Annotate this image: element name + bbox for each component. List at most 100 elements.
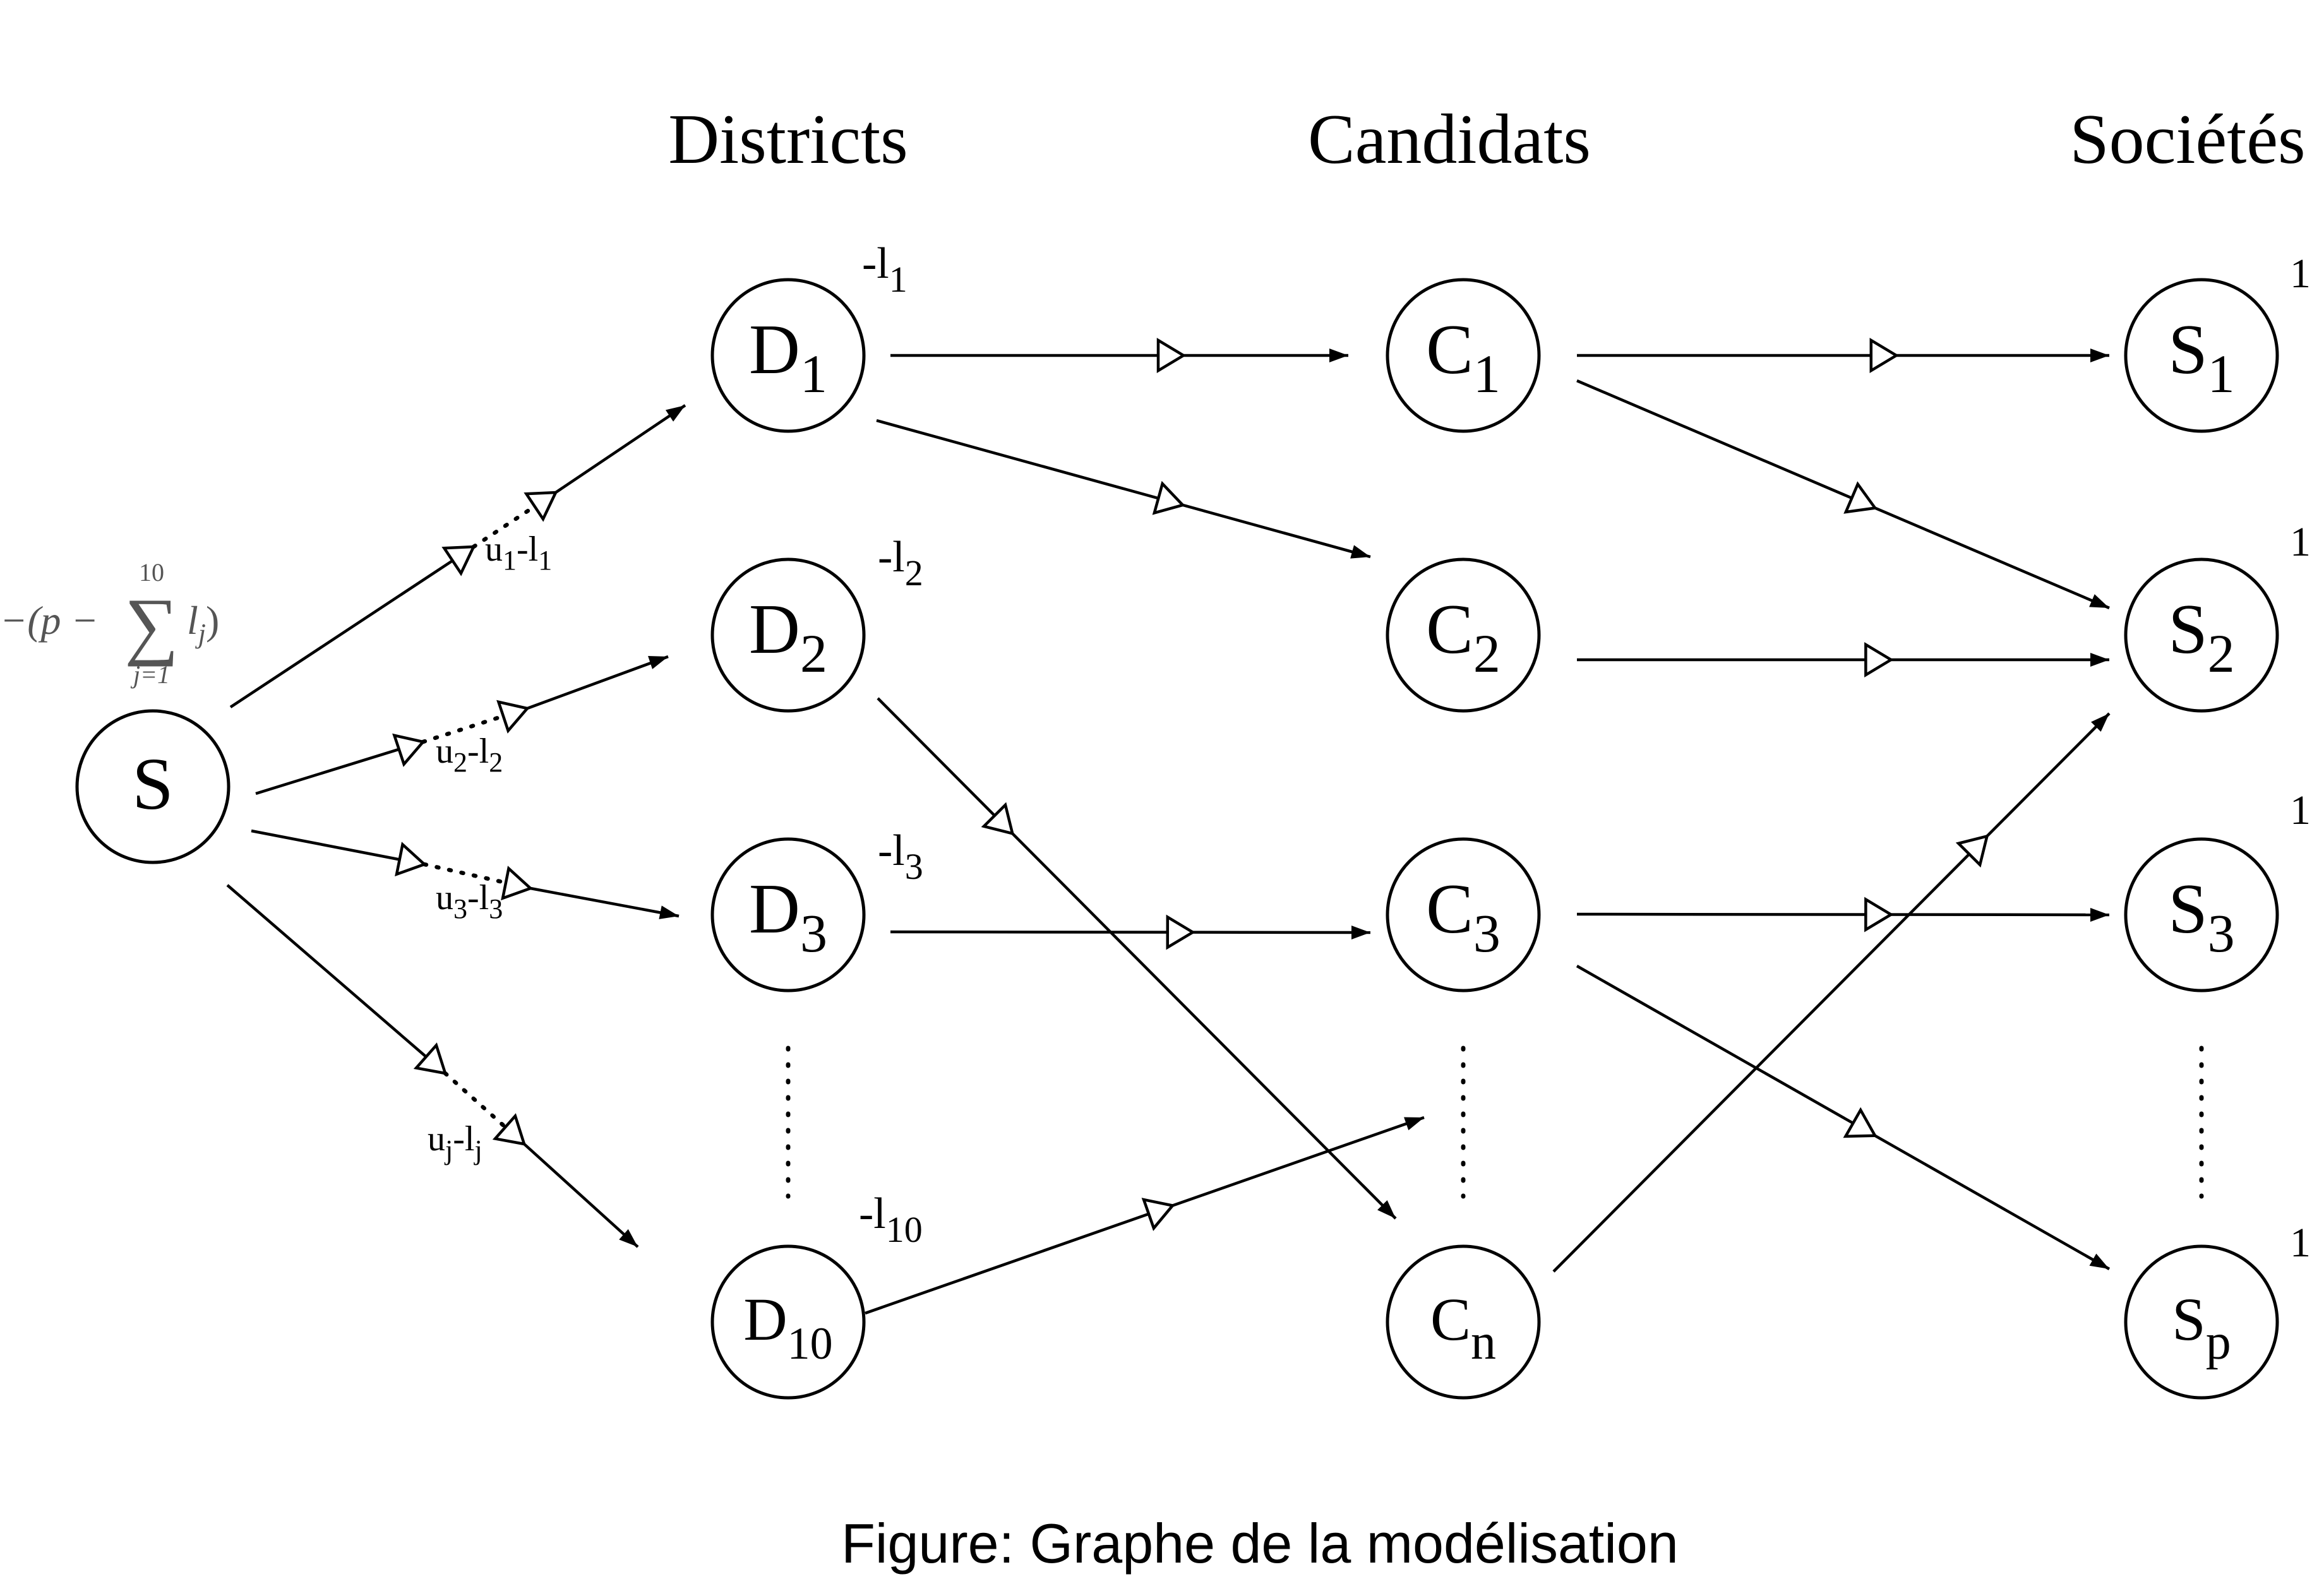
edge-c2-to-s2-flow-marker: [1864, 642, 1894, 677]
node-societe-p-label-base: S: [2172, 1285, 2205, 1353]
edge-d10-to-c-dots-line: [865, 1116, 1425, 1315]
edge-d2-to-cn-tip: [1377, 1200, 1396, 1219]
edge-source-to-district-3-marker-lower: [395, 842, 428, 877]
district-10-demand-base: -l: [859, 1189, 886, 1238]
node-candidat-n: Cn: [1386, 1244, 1541, 1400]
edge-source-to-district-4-marker-upper: [492, 1113, 527, 1146]
edge-d1-to-c2-line: [876, 419, 1371, 559]
figure-caption: Figure: Graphe de la modélisation: [841, 1512, 1679, 1575]
edge-cn-to-s2: [1552, 712, 2111, 1273]
edge-source-to-district-4: [226, 884, 639, 1248]
edge-source-to-district-3-segment-b: [530, 886, 680, 918]
source-edge-label-1-u: u: [485, 530, 503, 569]
node-societe-p-label: Sp: [2172, 1285, 2231, 1370]
node-source-label: S: [132, 742, 174, 825]
node-societe-p-circle: [2124, 1244, 2279, 1400]
district-3-demand-base: -l: [878, 826, 905, 875]
edge-d1-to-c2-tip: [1350, 545, 1370, 559]
node-societe-1-label: S1: [2168, 311, 2234, 404]
node-societe-2-label: S2: [2168, 590, 2234, 684]
edge-source-to-district-1-marker-upper: [524, 491, 558, 522]
edge-c1-to-s2-line: [1576, 379, 2110, 610]
edge-source-to-district-4-tip: [619, 1229, 638, 1247]
edge-d3-to-c3: [890, 914, 1371, 950]
node-societe-1-label-sub: 1: [2208, 343, 2235, 404]
node-candidat-3: C3: [1386, 837, 1541, 992]
source-edge-label-4: uj-lj: [428, 1119, 482, 1165]
supply-prefix: −(p −: [0, 598, 99, 643]
district-1-demand-base: -l: [862, 239, 889, 288]
edge-d3-to-c3-flow-marker: [1166, 914, 1196, 950]
edge-c3-to-s3: [1576, 897, 2110, 933]
source-edge-label-4-l-sub: j: [473, 1135, 482, 1165]
node-societe-1: S11: [2124, 251, 2311, 433]
source-edge-label-2-l-sub: 2: [489, 747, 503, 778]
edge-source-to-district-3-tip: [659, 905, 679, 919]
node-district-10-label: D10: [743, 1285, 832, 1369]
node-candidat-n-circle: [1386, 1244, 1541, 1400]
source-edge-label-3-l-sub: 3: [489, 893, 503, 924]
edge-d10-to-c-dots: [865, 1116, 1425, 1315]
edge-c1-to-s1: [1577, 338, 2109, 373]
district-10-demand: -l10: [859, 1189, 923, 1250]
edge-source-to-district-3: [251, 829, 680, 919]
node-candidat-1: C1: [1386, 278, 1541, 433]
node-societe-p: Sp1: [2124, 1220, 2311, 1400]
edge-source-to-district-2-marker-upper: [496, 700, 530, 734]
column-header-candidats: Candidats: [1308, 100, 1591, 179]
node-societe-3-label-sub: 3: [2208, 903, 2235, 963]
node-district-1: D1 -l 1: [710, 239, 907, 433]
edge-c2-to-s2-tip: [2090, 653, 2109, 667]
node-candidat-2-label-sub: 2: [1473, 623, 1500, 684]
supply-term: lj): [187, 598, 219, 649]
edge-source-to-district-1-segment-b: [554, 404, 686, 494]
node-district-1-label-sub: 1: [800, 343, 827, 404]
edge-source-to-district-2-marker-lower: [392, 733, 426, 767]
edge-c3-to-sp-line: [1576, 965, 2111, 1270]
node-district-3-label: D3: [749, 870, 827, 963]
node-district-3-label-sub: 3: [800, 903, 827, 963]
edge-source-to-district-2-tip: [648, 656, 668, 669]
node-societe-3-circle: [2124, 837, 2279, 992]
edge-d2-to-cn: [877, 697, 1397, 1220]
district-2-demand: -l2: [878, 533, 923, 593]
edge-d2-to-cn-flow-marker: [981, 802, 1015, 836]
node-district-1-label: D1: [749, 311, 827, 404]
node-candidat-1-label: C1: [1426, 311, 1500, 404]
source-edge-label-3-u: u: [436, 878, 453, 917]
node-district-2-circle: [710, 557, 866, 713]
edges-layer: [226, 338, 2111, 1315]
node-candidat-3-label-sub: 3: [1473, 903, 1500, 963]
node-societe-1-circle: [2124, 278, 2279, 433]
node-candidat-n-label-base: C: [1430, 1285, 1471, 1353]
edge-d10-to-c-dots-flow-marker: [1141, 1198, 1175, 1231]
edge-d1-to-c1-flow-marker: [1156, 338, 1187, 373]
edge-c3-to-s3-line: [1576, 912, 2110, 917]
edge-c1-to-s2-tip: [2089, 594, 2109, 608]
edge-c3-to-sp: [1576, 965, 2111, 1270]
source-edge-label-2-u: u: [436, 732, 453, 771]
node-candidat-1-circle: [1386, 278, 1541, 433]
node-district-3: D3 -l 3: [710, 826, 923, 992]
column-header-societes: Sociétés: [2069, 100, 2305, 179]
supply-sum-lower: j=1: [130, 660, 170, 689]
node-district-2: D2-l2: [710, 533, 923, 713]
edge-c1-to-s1-flow-marker: [1869, 338, 1900, 373]
source-edge-label-3-dash: -l: [467, 878, 489, 917]
node-district-1-circle: [710, 278, 866, 433]
societe-2-supply: 1: [2290, 519, 2311, 565]
source-edge-label-1-l-sub: 1: [538, 545, 552, 576]
node-district-1-label-base: D: [749, 311, 800, 389]
node-district-3-label-base: D: [749, 870, 800, 948]
source-supply-formula: −(p − 10 ∑ j=1 lj): [0, 558, 219, 689]
edge-d3-to-c3-line: [890, 930, 1371, 934]
edge-source-to-district-3-segment-a: [251, 829, 425, 866]
supply-sum-symbol: ∑: [124, 583, 179, 667]
edge-source-to-district-2-segment-a: [255, 740, 424, 796]
source-edge-label-2: u2-l2: [436, 732, 503, 778]
node-district-10-label-sub: 10: [788, 1318, 833, 1369]
node-societe-p-label-sub: p: [2206, 1314, 2231, 1370]
source-edge-label-1: u1-l1: [485, 530, 552, 576]
